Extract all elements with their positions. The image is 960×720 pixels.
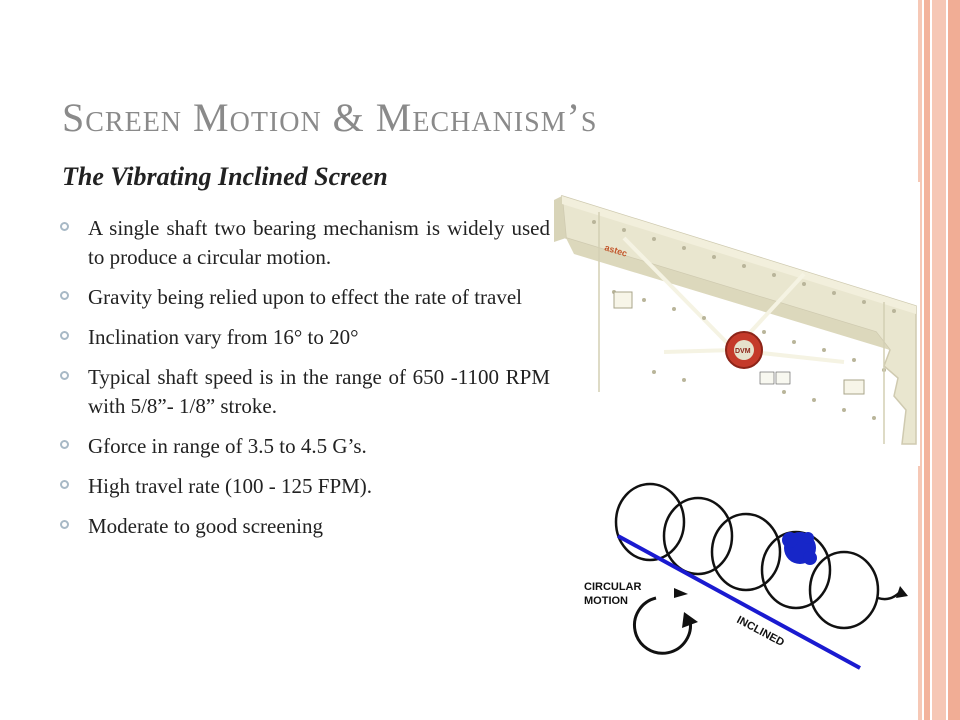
bullet-item: High travel rate (100 - 125 FPM).: [60, 472, 550, 501]
bullet-marker-icon: [60, 331, 69, 340]
bullet-text: Gforce in range of 3.5 to 4.5 G’s.: [88, 434, 367, 458]
bullet-marker-icon: [60, 480, 69, 489]
bullet-text: Moderate to good screening: [88, 514, 324, 538]
decorative-stripe: [918, 0, 922, 720]
bullet-text: High travel rate (100 - 125 FPM).: [88, 474, 373, 498]
bullet-marker-icon: [60, 440, 69, 449]
bullet-item: Gravity being relied upon to effect the …: [60, 283, 550, 312]
bullet-text: Typical shaft speed is in the range of 6…: [88, 365, 550, 418]
decorative-stripe: [948, 0, 960, 720]
particle-icon: [782, 532, 817, 565]
bullet-item: A single shaft two bearing mechanism is …: [60, 214, 550, 272]
badge-label: DVM: [735, 348, 751, 355]
circular-motion-label-line1: CIRCULAR: [584, 581, 641, 593]
bullet-text: A single shaft two bearing mechanism is …: [88, 216, 550, 269]
bullet-item: Typical shaft speed is in the range of 6…: [60, 363, 550, 421]
slide-title: Screen Motion & Mechanism’s: [62, 95, 598, 140]
rotation-arrow-icon: [633, 596, 692, 655]
decorative-stripe: [924, 0, 930, 720]
bullet-item: Moderate to good screening: [60, 512, 550, 541]
bullet-text: Gravity being relied upon to effect the …: [88, 285, 523, 309]
bullet-text: Inclination vary from 16° to 20°: [88, 325, 359, 349]
bullet-list: A single shaft two bearing mechanism is …: [60, 214, 550, 552]
bullet-item: Inclination vary from 16° to 20°: [60, 323, 550, 352]
slide-subtitle: The Vibrating Inclined Screen: [62, 162, 388, 191]
motion-loops: [614, 482, 880, 630]
decorative-stripe: [932, 0, 946, 720]
circular-motion-label-line2: MOTION: [584, 595, 628, 607]
bullet-marker-icon: [60, 222, 69, 231]
bullet-item: Gforce in range of 3.5 to 4.5 G’s.: [60, 432, 550, 461]
circular-motion-diagram: INCLINED CIRCULAR MOTION: [584, 482, 908, 670]
bullet-marker-icon: [60, 291, 69, 300]
vibrating-screen-photo: astec DVM: [554, 182, 920, 466]
inclined-deck-line: [617, 534, 861, 670]
bullet-marker-icon: [60, 371, 69, 380]
inclined-label: INCLINED: [735, 614, 787, 649]
bullet-marker-icon: [60, 520, 69, 529]
